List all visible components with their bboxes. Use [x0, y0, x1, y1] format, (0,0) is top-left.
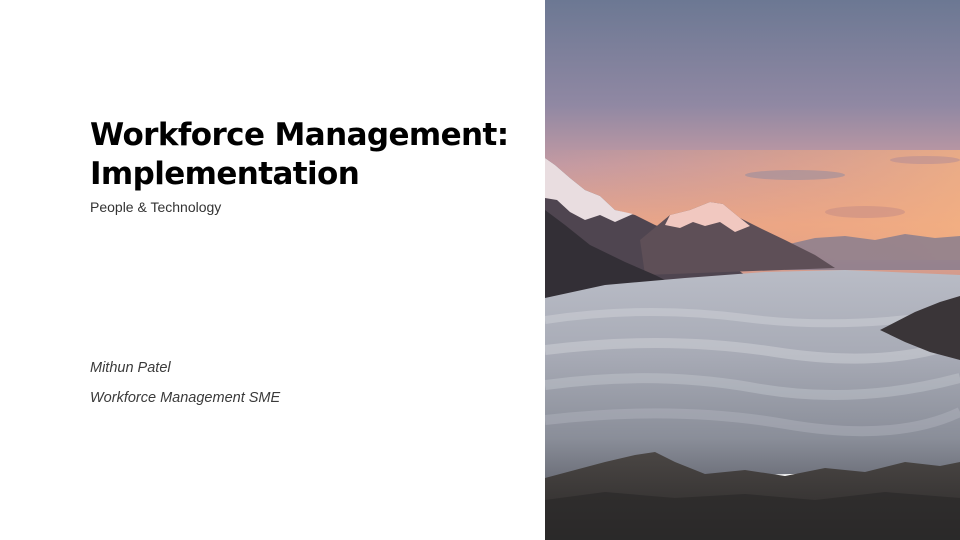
- slide-title: Workforce Management: Implementation: [90, 116, 540, 194]
- slide-subtitle: People & Technology: [90, 199, 222, 215]
- slide-title-line-2: Implementation: [90, 156, 360, 192]
- author-role: Workforce Management SME: [90, 390, 281, 406]
- author-name: Mithun Patel: [90, 360, 171, 376]
- mountain-illustration: [545, 0, 960, 540]
- slide-title-line-1: Workforce Management:: [90, 117, 509, 153]
- text-panel: Workforce Management: Implementation Peo…: [90, 116, 540, 406]
- mountain-photo: [545, 0, 960, 540]
